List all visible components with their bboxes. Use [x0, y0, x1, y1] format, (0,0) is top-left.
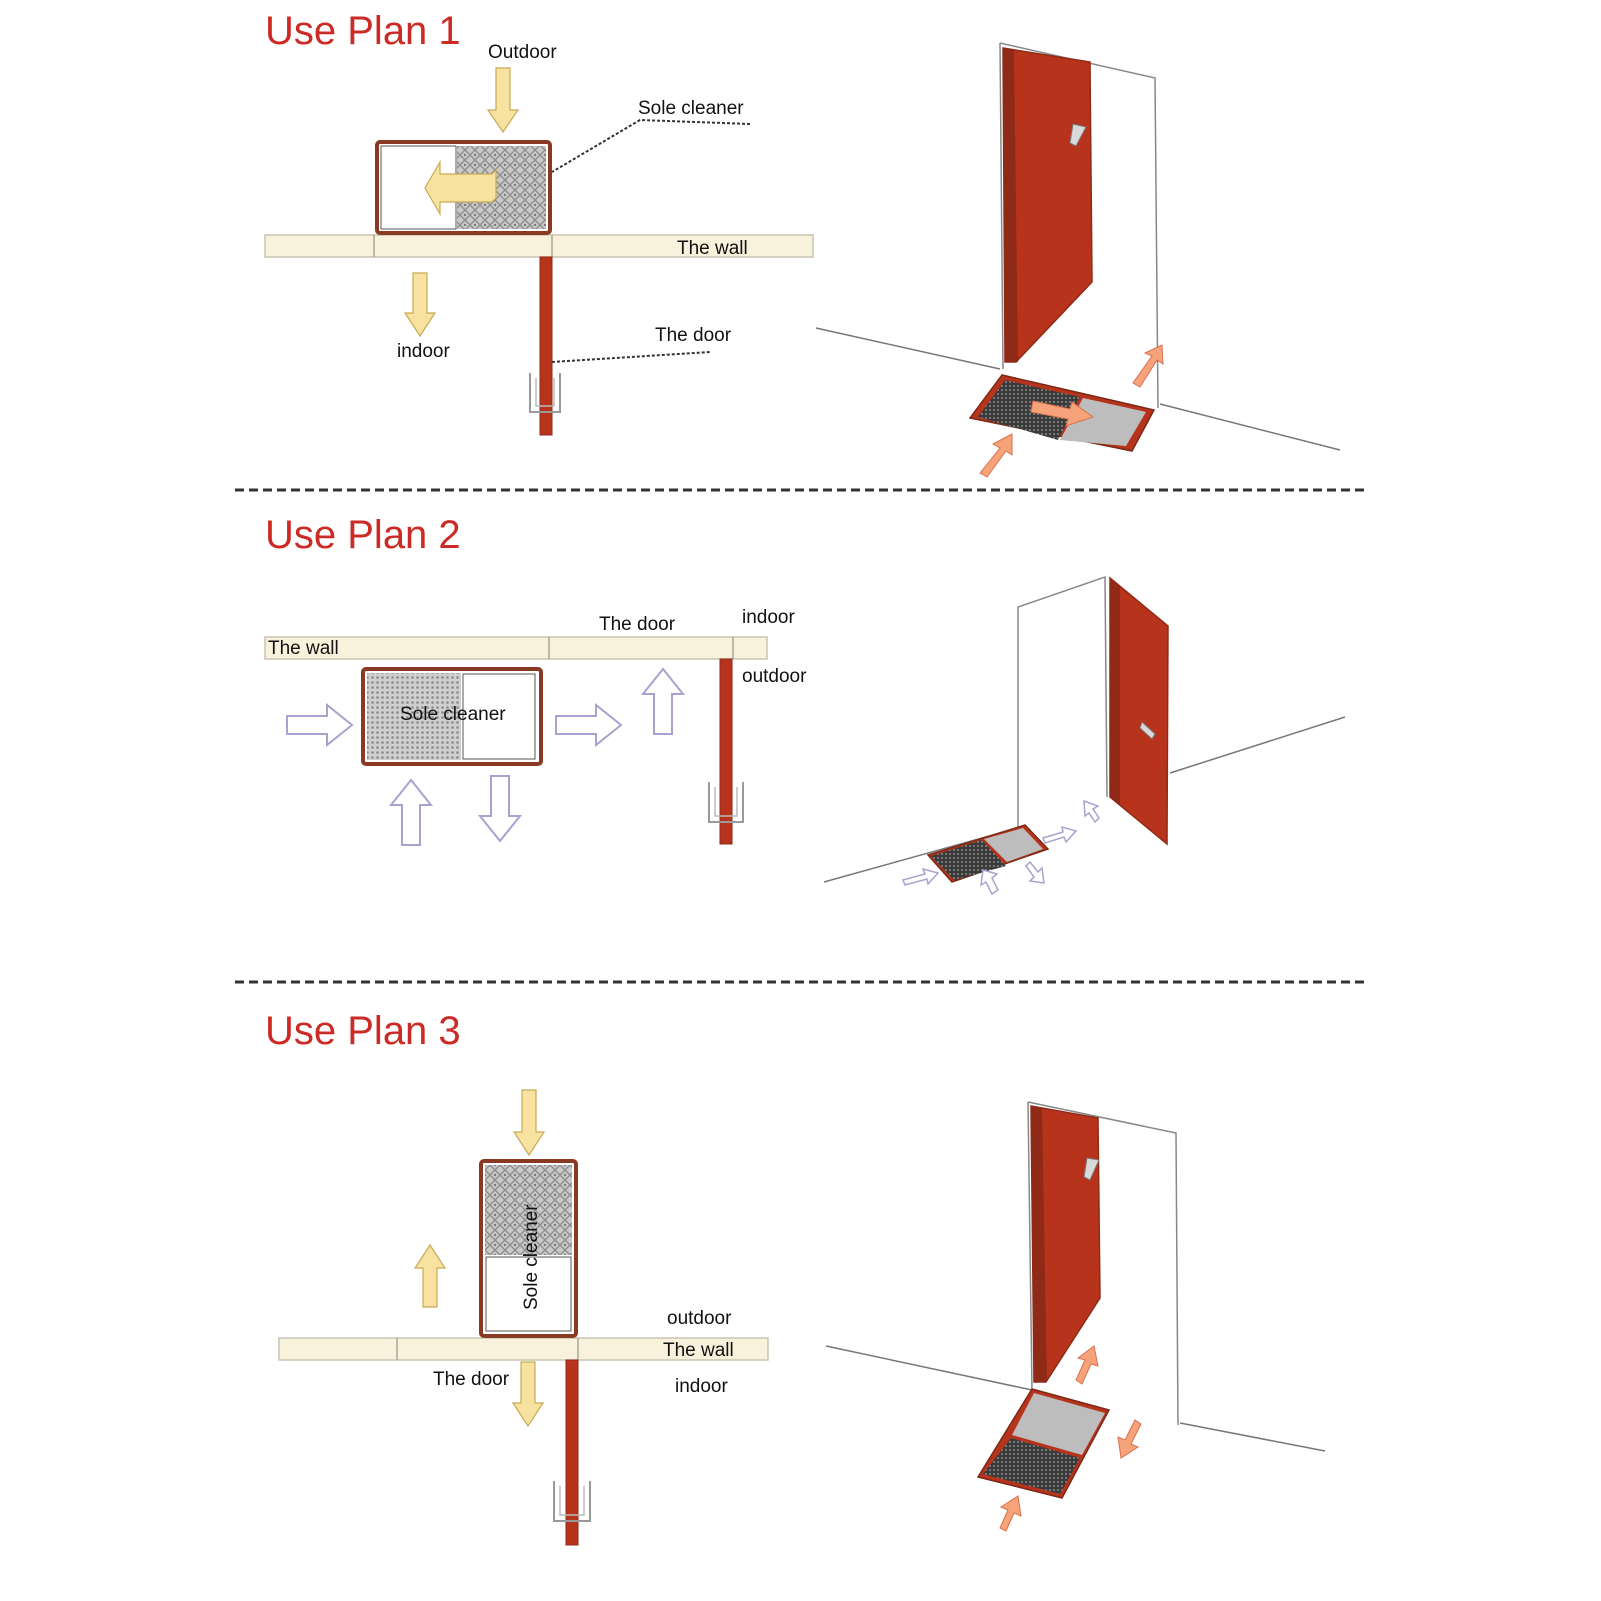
plan-2-sole-cleaner	[361, 667, 543, 766]
orange-arrow-icon	[1132, 344, 1164, 388]
plan-2-door	[719, 658, 733, 845]
plan-3-sole-cleaner-label: Sole cleaner	[521, 1204, 542, 1310]
plan-2-title: Use Plan 2	[265, 513, 461, 557]
down-arrow-icon	[486, 67, 520, 134]
plan-1-outdoor-label: Outdoor	[488, 42, 557, 63]
orange-arrow-icon	[999, 1495, 1022, 1532]
plan-1-door	[539, 256, 553, 436]
plan-2: Use Plan 2 The wall The door indoor outd…	[264, 513, 807, 846]
door-handle-icon	[1069, 123, 1087, 147]
plan-2-sole-cleaner-label: Sole cleaner	[400, 704, 506, 725]
plan-3: Use Plan 3 The wall outdoor indoor The d…	[265, 1009, 769, 1546]
plan-3-title: Use Plan 3	[265, 1009, 461, 1053]
plan-1-indoor-label: indoor	[397, 341, 450, 362]
plan-1-perspective	[815, 42, 1341, 478]
down-arrow-icon	[424, 159, 497, 217]
door-handle-icon	[1139, 721, 1156, 740]
down-arrow-icon	[413, 1243, 447, 1308]
outline-arrow-icon	[980, 869, 999, 896]
plan-3-perspective	[825, 1101, 1326, 1532]
plan-3-3d-mat	[976, 1388, 1111, 1499]
orange-arrow-icon	[1030, 400, 1095, 427]
plan-3-sole-cleaner	[479, 1159, 578, 1338]
plan-2-wall-label: The wall	[268, 638, 339, 659]
plan-2-perspective	[823, 575, 1346, 896]
door-stop-icon	[708, 782, 744, 823]
door-stop-icon	[529, 373, 561, 413]
down-arrow-icon	[511, 1361, 545, 1428]
door-stop-icon	[553, 1481, 591, 1522]
outline-arrow-icon	[1083, 799, 1100, 824]
outline-arrow-icon	[901, 867, 940, 886]
plan-1-title: Use Plan 1	[265, 9, 461, 53]
plan-3-outdoor-label: outdoor	[667, 1308, 732, 1329]
outline-arrow-icon	[388, 778, 434, 846]
plan-2-indoor-label: indoor	[742, 607, 795, 628]
plan-3-door-label: The door	[433, 1369, 510, 1390]
orange-arrow-icon	[1075, 1345, 1099, 1385]
plan-1: Use Plan 1 The wall Outdoor So	[264, 9, 814, 436]
plan-3-wall-label: The wall	[663, 1340, 734, 1361]
plan-1-sole-cleaner-label: Sole cleaner	[638, 98, 744, 119]
plan-2-wall	[264, 636, 768, 660]
down-arrow-icon	[512, 1089, 546, 1157]
outline-arrow-icon	[477, 775, 523, 843]
orange-arrow-icon	[979, 433, 1013, 478]
outline-arrow-icon	[1025, 860, 1045, 884]
outline-arrow-icon	[640, 667, 686, 735]
plan-3-door	[565, 1359, 579, 1546]
outline-arrow-icon	[1041, 825, 1078, 844]
door-handle-icon	[1083, 1157, 1100, 1181]
plan-2-3d-mat	[926, 824, 1050, 883]
plan-3-indoor-label: indoor	[675, 1376, 728, 1397]
outline-arrow-icon	[286, 702, 354, 748]
plan-1-door-label: The door	[655, 325, 732, 346]
plan-3-wall	[278, 1337, 769, 1361]
plan-1-door-leader	[551, 351, 711, 363]
outline-arrow-icon	[555, 702, 623, 748]
plan-2-door-label: The door	[599, 614, 676, 635]
plan-1-cleaner-leader	[551, 118, 751, 173]
plan-2-outdoor-label: outdoor	[742, 666, 807, 687]
down-arrow-icon	[403, 272, 437, 338]
plan-1-wall-label: The wall	[677, 238, 748, 259]
orange-arrow-icon	[1117, 1419, 1142, 1459]
